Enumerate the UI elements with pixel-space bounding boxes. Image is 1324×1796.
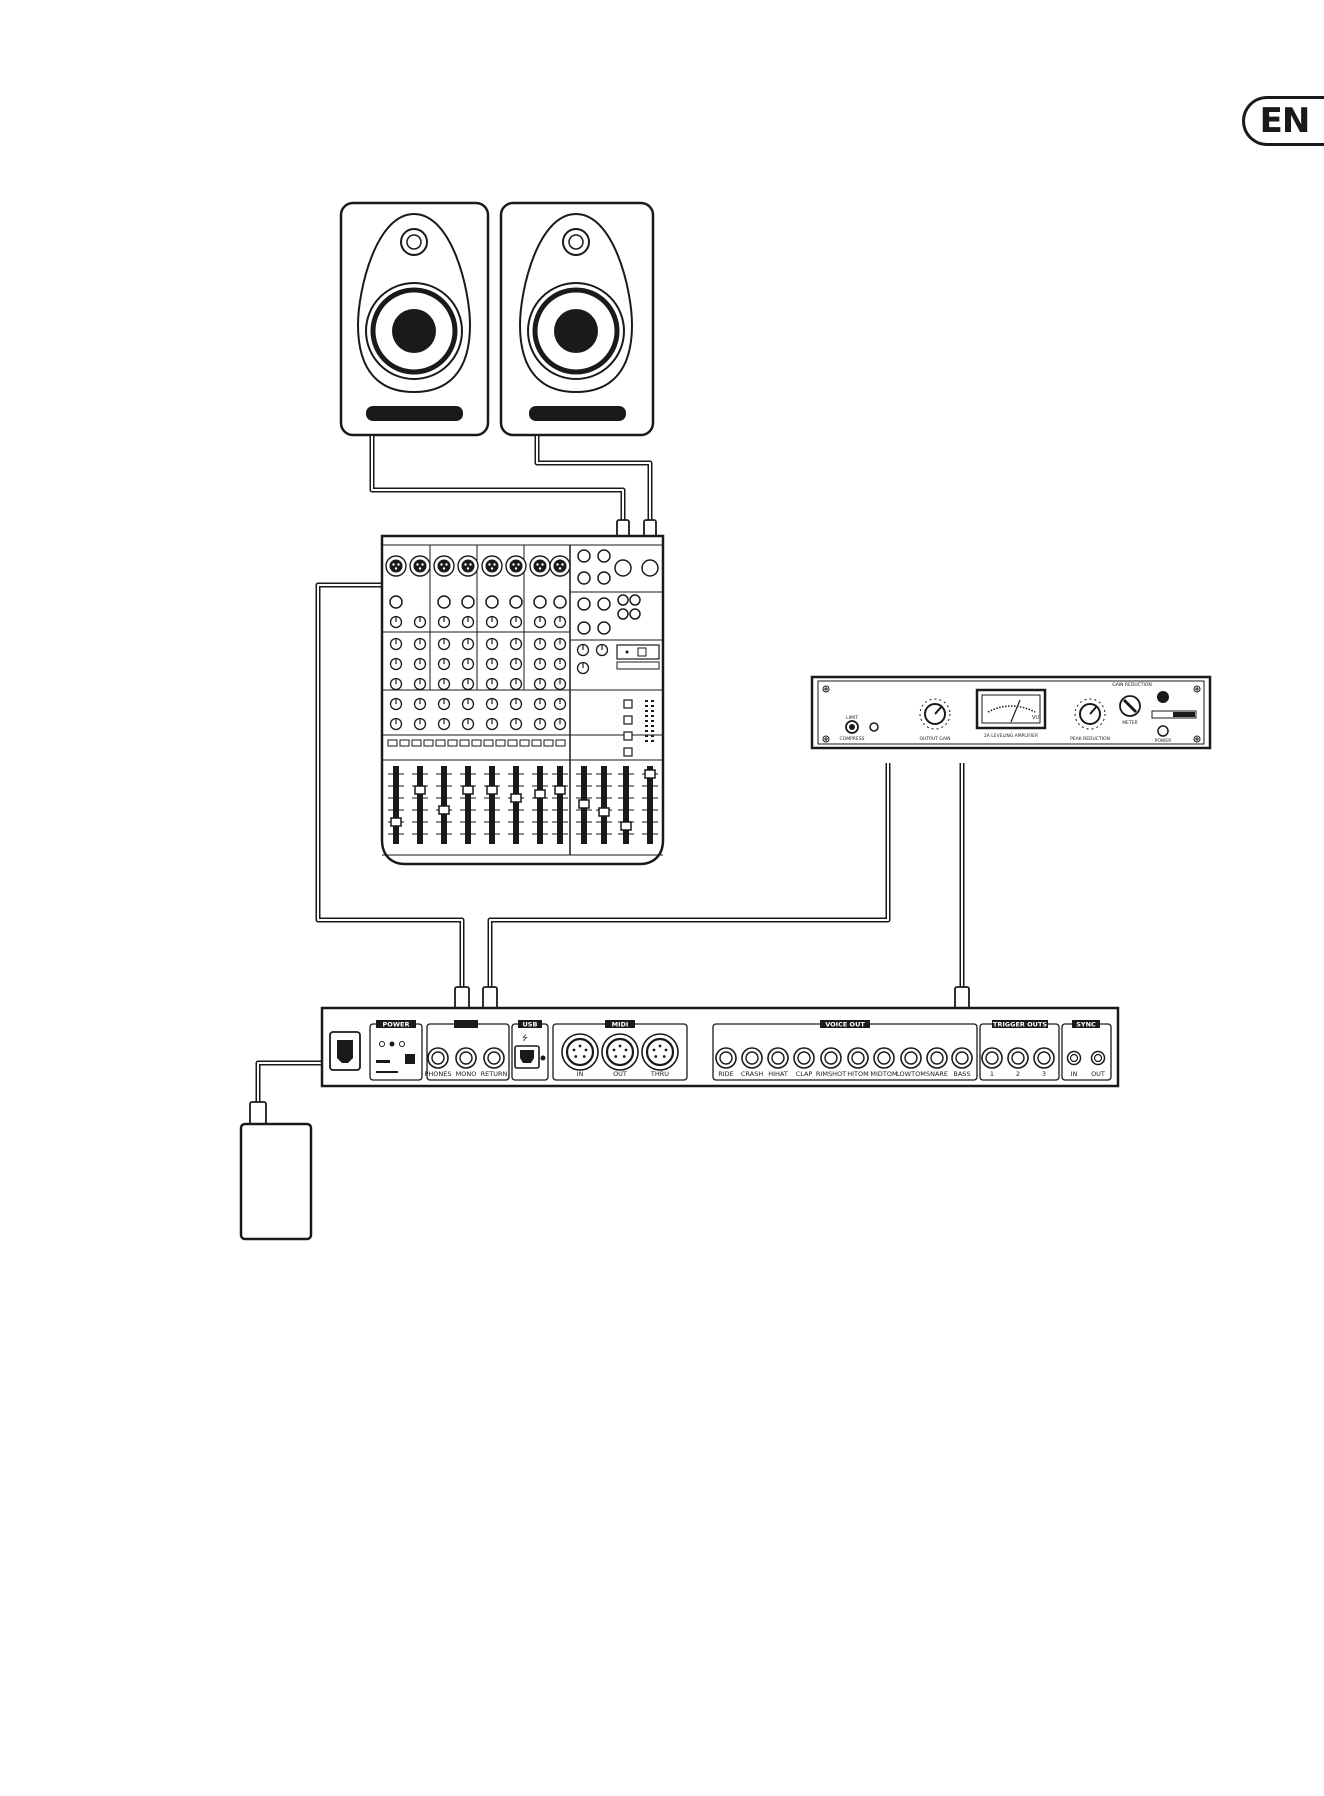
voice-out-crash-jack[interactable] — [742, 1048, 762, 1068]
power-label: POWER — [1155, 738, 1172, 744]
usb-icon: ⭍ — [522, 1034, 528, 1042]
midi-section: MIDI IN OUT THRU — [553, 1020, 687, 1080]
trigger-out-3-label: 3 — [1042, 1070, 1046, 1078]
voice-out-rimshot-jack[interactable] — [821, 1048, 841, 1068]
voice-out-hihat-jack[interactable] — [768, 1048, 788, 1068]
drum-machine-rear-panel: POWER PHONES MONO RETURN USB ⭍ — [322, 1008, 1118, 1086]
phones-jack[interactable] — [428, 1048, 448, 1068]
trigger-outs-section-label: TRIGGER OUTS — [993, 1021, 1047, 1029]
sync-out-label: OUT — [1091, 1070, 1105, 1078]
compress-label: COMPRESS — [840, 736, 865, 742]
peak-reduction-knob — [1075, 699, 1105, 729]
meter-label: METER — [1122, 720, 1137, 726]
audio-section: PHONES MONO RETURN — [424, 1020, 509, 1080]
compressor-unit: LIMIT COMPRESS OUTPUT GAIN VU 2A LEVELIN… — [812, 677, 1210, 748]
voice-out-lowtom-jack[interactable] — [901, 1048, 921, 1068]
midi-out-label: OUT — [613, 1070, 627, 1078]
output-gain-label: OUTPUT GAIN — [919, 736, 950, 742]
mono-jack[interactable] — [456, 1048, 476, 1068]
voice-out-crash-label: CRASH — [741, 1070, 763, 1078]
voice-out-bass-jack[interactable] — [952, 1048, 972, 1068]
return-label: RETURN — [481, 1070, 508, 1078]
phones-label: PHONES — [424, 1070, 451, 1078]
midi-out-port[interactable] — [602, 1034, 638, 1070]
midi-in-label: IN — [577, 1070, 584, 1078]
voice-out-ride-jack[interactable] — [716, 1048, 736, 1068]
voice-out-midtom-jack[interactable] — [874, 1048, 894, 1068]
monitor-speaker-right — [501, 203, 653, 435]
voice-out-bass-label: BASS — [953, 1070, 970, 1078]
power-section-label: POWER — [383, 1021, 410, 1029]
return-jack[interactable] — [484, 1048, 504, 1068]
output-gain-knob — [920, 699, 950, 729]
usb-section-label: USB — [523, 1021, 538, 1029]
midi-section-label: MIDI — [612, 1021, 629, 1029]
trigger-out-1-jack[interactable] — [982, 1048, 1002, 1068]
voice-out-lowtom-label: LOWTOM — [896, 1070, 926, 1078]
vu-label: VU — [1032, 715, 1039, 721]
voice-out-snare-label: SNARE — [926, 1070, 948, 1078]
trigger-outs-section: TRIGGER OUTS 1 2 3 — [980, 1020, 1059, 1080]
midi-in-port[interactable] — [562, 1034, 598, 1070]
sync-section: SYNC IN OUT — [1062, 1020, 1111, 1080]
usb-port[interactable] — [515, 1046, 539, 1068]
voice-out-clap-jack[interactable] — [794, 1048, 814, 1068]
voice-out-rimshot-label: RIMSHOT — [816, 1070, 846, 1078]
mixer — [382, 536, 663, 864]
usb-section: USB ⭍ — [512, 1020, 548, 1080]
voice-out-hihat-label: HIHAT — [768, 1070, 788, 1078]
voice-out-midtom-label: MIDTOM — [870, 1070, 897, 1078]
trigger-out-1-label: 1 — [990, 1070, 994, 1078]
sync-in-label: IN — [1071, 1070, 1078, 1078]
voice-out-snare-jack[interactable] — [927, 1048, 947, 1068]
peak-reduction-label: PEAK REDUCTION — [1070, 736, 1110, 742]
midi-thru-label: THRU — [650, 1070, 669, 1078]
model-label: 2A LEVELING AMPLIFIER — [984, 733, 1038, 739]
sync-in-jack[interactable] — [1068, 1052, 1081, 1065]
voice-out-section-label: VOICE OUT — [825, 1021, 865, 1029]
sync-out-jack[interactable] — [1092, 1052, 1105, 1065]
power-supply-adapter — [241, 1124, 311, 1239]
trigger-out-3-jack[interactable] — [1034, 1048, 1054, 1068]
voice-out-ride-label: RIDE — [718, 1070, 734, 1078]
voice-out-hitom-jack[interactable] — [848, 1048, 868, 1068]
trigger-out-2-jack[interactable] — [1008, 1048, 1028, 1068]
voice-out-section: VOICE OUT RIDE CRASH HIHAT CLAP RIMSHOT … — [713, 1020, 977, 1080]
trigger-out-2-label: 2 — [1016, 1070, 1020, 1078]
power-section: POWER — [370, 1020, 422, 1080]
meter-switch — [1120, 696, 1140, 716]
monitor-speaker-left — [341, 203, 488, 435]
limit-label: LIMIT — [846, 715, 858, 721]
vu-meter: VU — [977, 690, 1045, 728]
midi-thru-port[interactable] — [642, 1034, 678, 1070]
sync-section-label: SYNC — [1076, 1021, 1096, 1029]
voice-out-clap-label: CLAP — [796, 1070, 813, 1078]
mono-label: MONO — [456, 1070, 477, 1078]
voice-out-hitom-label: HITOM — [847, 1070, 869, 1078]
power-inlet — [330, 1032, 360, 1070]
gain-reduction-label: GAIN REDUCTION — [1112, 682, 1152, 688]
